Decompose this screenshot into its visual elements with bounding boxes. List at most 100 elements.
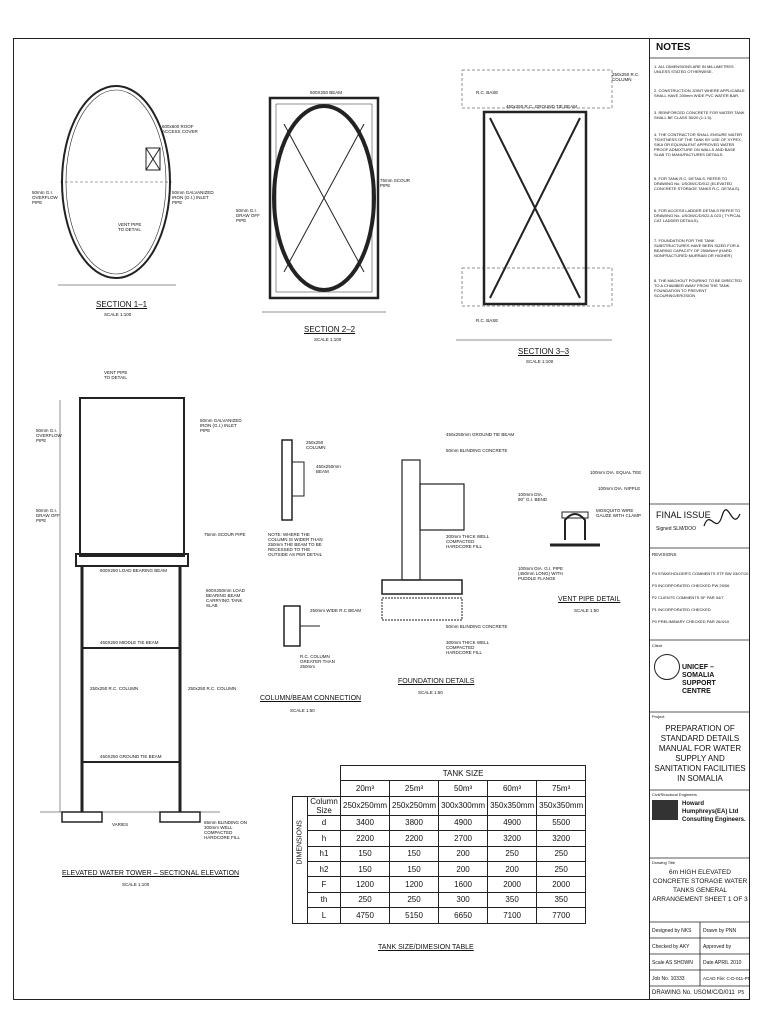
final-issue: FINAL ISSUE [656, 510, 711, 520]
cell: 350 [536, 891, 587, 909]
cell: 2200 [389, 830, 440, 847]
label-blinding2: 50mm BLINDING CONCRETE [446, 448, 508, 453]
project-label: Project [652, 714, 665, 719]
label-beam2: 450x250mm BEAM [316, 464, 341, 474]
size-50: 50m³ [438, 780, 489, 797]
rev-row: P3 INCORPORATED CHECKED PW 29/06 [652, 583, 730, 588]
cell: 3400 [339, 814, 391, 832]
label-ground-beam: 450x250 R.C. GROUND TIE BEAM [506, 104, 577, 109]
cell: 250 [536, 845, 587, 862]
label-inlet: 50mm GALVANIZED IRON (G.I.) INLET PIPE [172, 190, 214, 205]
foundation-drawing [381, 459, 465, 621]
cell: 2700 [438, 830, 489, 847]
cell: 2000 [487, 876, 538, 893]
section-3-3-title: SECTION 3–3 [518, 347, 570, 356]
cell: 250x250mm [339, 795, 391, 816]
revisions-title: REVISIONS [652, 552, 677, 557]
dimensions-label: DIMENSIONS [296, 820, 304, 865]
drawing-sheet [13, 38, 750, 1000]
cell: 200 [487, 860, 538, 878]
label-ground-tie: 450X250 GROUND TIE BEAM [100, 754, 162, 759]
cell: 4750 [339, 907, 391, 924]
cell: 6650 [438, 907, 489, 924]
job-no: Job No. 10333 [652, 976, 685, 982]
label-inlet-elev: 50mm GALVANIZED IRON (G.I.) INLET PIPE [200, 418, 242, 433]
note-2: 2. CONSTRUCTION JOINT WHERE APPLICABLE S… [654, 88, 745, 98]
elevation-title: ELEVATED WATER TOWER – SECTIONAL ELEVATI… [62, 870, 240, 877]
engineer-label: Civil/Structural Engineers [652, 792, 697, 797]
colbeam-scale: SCALE 1:50 [290, 708, 315, 713]
label-drawoff-elev: 50mm G.I. DRAW OFF PIPE [36, 508, 60, 523]
drawing-label: Drawing Title [652, 860, 676, 865]
approved-by: Approved by [703, 944, 732, 950]
label-rc-col: 250x250 R.C. COLUMN [612, 72, 640, 82]
cell: 250 [389, 891, 440, 909]
colbeam-title: COLUMN/BEAM CONNECTION [260, 695, 362, 702]
label-beam: 600X250 BEAM [310, 90, 343, 95]
label-ground-tie2: 450x250mm GROUND TIE BEAM [446, 432, 515, 437]
label-overflow: 50mm G.I. OVERFLOW PIPE [32, 190, 58, 205]
cell: 4900 [487, 814, 538, 832]
label-rc-base-bottom: R.C. BASE [476, 318, 499, 323]
label-varies: VARIES [112, 822, 129, 827]
foundation-scale: SCALE 1:50 [418, 690, 443, 695]
label-rc-base-top: R.C. BASE [476, 90, 499, 95]
note-1: 1. ALL DIMENSIONS ARE IN MILLIMETRES UNL… [654, 64, 734, 74]
label-hardcore2: 300mm THICK WELL COMPACTED HARDCORE FILL [446, 640, 490, 655]
revision-no: P5 [738, 990, 745, 996]
label-bend: 100mm DIA. 90° G.I. BEND [518, 492, 548, 502]
label-rc-column-left: 250x250 R.C. COLUMN [90, 686, 139, 691]
cell: 7100 [487, 907, 538, 924]
cell: 1600 [438, 876, 489, 893]
cell: 2000 [536, 876, 587, 893]
cell: 150 [389, 845, 440, 862]
label-middle-beam: 450X250 MIDDLE TIE BEAM [100, 640, 159, 645]
elevation-drawing [40, 397, 220, 823]
cell: 200 [438, 860, 489, 878]
label-roof-cover: 600x600 ROOF ACCESS COVER [162, 124, 198, 134]
label-blinding3: 50mm BLINDING CONCRETE [446, 624, 508, 629]
cell: 1200 [389, 876, 440, 893]
cell: 7700 [536, 907, 587, 924]
elevation-scale: SCALE 1:100 [122, 882, 150, 887]
vent-pipe-drawing [550, 511, 600, 547]
size-60: 60m³ [487, 780, 538, 797]
label-note-col: NOTE: WHERE THE COLUMN IS WIDER THAN 250… [268, 532, 323, 557]
row-label: L [307, 907, 341, 924]
acad-file: ACAD File: C-D-011-P5 [703, 976, 751, 981]
section-3-3-scale: SCALE 1:100 [526, 359, 554, 364]
cell: 300x300mm [438, 795, 489, 816]
cell: 3800 [389, 814, 440, 832]
label-scour: 75mm SCOUR PIPE [380, 178, 411, 188]
cell: 350x350mm [536, 795, 587, 816]
section-1-1-drawing [58, 85, 176, 286]
notes-title: NOTES [656, 42, 691, 53]
cell: 5150 [389, 907, 440, 924]
table-header: TANK SIZE [339, 764, 587, 782]
cell: 250 [487, 845, 538, 862]
note-5: 5. FOR TANK R.C. DETAILS, REFER TO DRAWI… [654, 176, 741, 191]
label-gi-pipe: 100mm DIA. G.I. PIPE (450mm LONG) WITH P… [518, 566, 564, 581]
designed-by: Designed by NKS [652, 928, 692, 934]
cell: 350x350mm [487, 795, 538, 816]
section-2-2-drawing [262, 96, 386, 313]
cell: 4900 [438, 814, 489, 832]
label-drawoff: 50mm G.I. DRAW OFF PIPE [236, 208, 260, 223]
client-name: UNICEF – SOMALIA SUPPORT CENTRE [682, 664, 716, 695]
scale: Scale AS SHOWN [652, 960, 693, 966]
label-vent-elev: VENT PIPE TO DETAIL [104, 370, 128, 380]
cell: 350 [487, 891, 538, 909]
row-label: h [307, 830, 341, 847]
cell: 150 [339, 860, 391, 878]
label-scour-elev: 75mm SCOUR PIPE [204, 532, 246, 537]
checked-by: Checked by AKY [652, 944, 690, 950]
drawing-title: 6m HIGH ELEVATED CONCRETE STORAGE WATER … [652, 869, 748, 903]
label-gauze: MOSQUITO WIRE GAUZE WITH CLAMP [596, 508, 642, 518]
note-8: 8. THE MACHOUT POURING TO BE DIRECTED TO… [654, 278, 742, 298]
cell: 1200 [339, 876, 391, 893]
revisions-rows: P4 STAKEHOLDER'S COMMENTS STF BW 03/07/1… [652, 568, 748, 628]
engineer-logo-icon [652, 800, 678, 820]
label-load-beam: 600X250 LOAD BEARING BEAM [100, 568, 168, 573]
rev-row: P2 CLIENTS COMMENTS SF PAR 04/7 [652, 595, 724, 600]
